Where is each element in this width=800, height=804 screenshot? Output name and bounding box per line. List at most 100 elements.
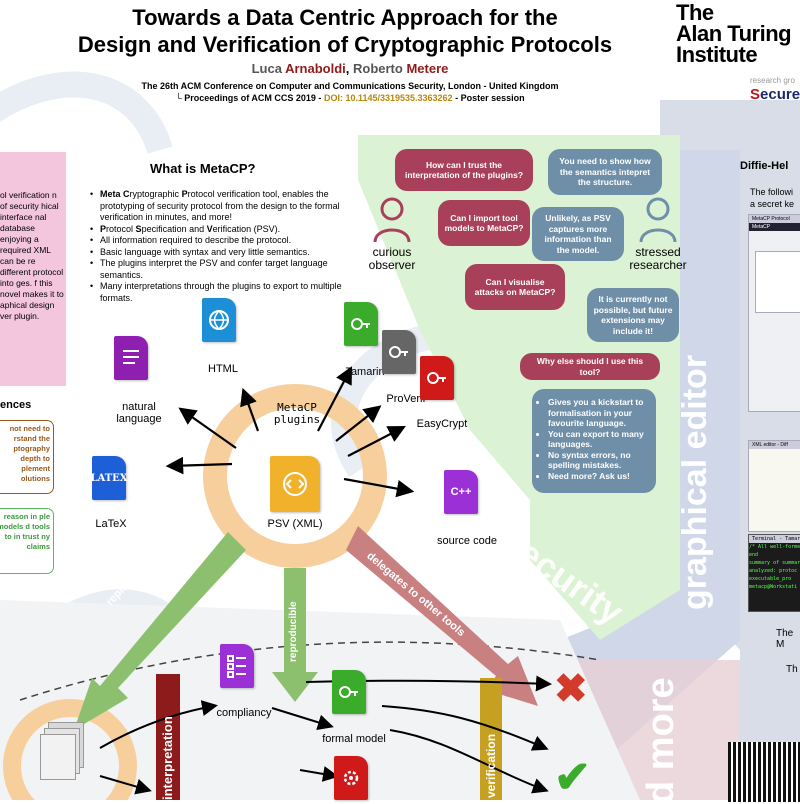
intro-text: ol verification n of security hical inte… [0, 190, 64, 321]
tamarin-icon [344, 302, 378, 346]
secure-s: S [750, 86, 761, 103]
title-line-1: Towards a Data Centric Approach for the [132, 5, 558, 30]
doi: DOI: 10.1145/3319535.3363262 [323, 93, 453, 103]
metacp-app-screenshot: MetaCP Protocol MetaCP [748, 214, 800, 412]
intro-panel [0, 152, 66, 386]
bullet-2: Protocol Specification and Verification … [90, 224, 352, 236]
check-icon: ✔ [554, 753, 591, 802]
diffie-hellman-heading: Diffie-Hel [740, 160, 789, 172]
app-tab: MetaCP [749, 223, 800, 231]
logo-line-2: Alan Turing [676, 21, 792, 46]
answer-bubble-2: Unlikely, as PSV captures more informati… [532, 207, 624, 261]
green-region [358, 135, 680, 640]
proverif-icon [382, 330, 416, 374]
brown-box: not need to rstand the ptography depth t… [0, 420, 54, 494]
green-box: reason in ple models d tools to in trust… [0, 508, 54, 574]
source-code-output-icon [334, 756, 368, 800]
question-bubble-1: How can I trust the interpretation of th… [395, 149, 533, 191]
author1-last: Arnaboldi [285, 61, 346, 76]
documents-ring [3, 699, 137, 800]
bullet-1: Meta Cryptographic Protocol verification… [90, 189, 352, 224]
answer-bubble-3: It is currently not possible, but future… [587, 288, 679, 342]
author-separator: , [345, 61, 350, 76]
natural-language-icon [114, 336, 148, 380]
research-group-label: research gro [750, 76, 795, 85]
xml-title: XML editor - Diff [749, 441, 800, 449]
logo-line-3: Institute [676, 42, 758, 67]
proceedings-line: └ Proceedings of ACM CCS 2019 - DOI: 10.… [100, 92, 600, 104]
poster-title: Towards a Data Centric Approach for the … [40, 4, 650, 58]
source-code-icon: C++ [444, 470, 478, 514]
compliancy-icon [220, 644, 254, 688]
cross-icon: ✖ [554, 667, 588, 711]
answer-bubble-4: Gives you a kickstart to formalisation i… [532, 389, 656, 493]
observer-icon [373, 197, 411, 243]
psv-xml-label: PSV (XML) [267, 518, 323, 530]
app-title: MetaCP Protocol [749, 215, 800, 223]
bullet-6: Many interpretations through the plugins… [90, 281, 352, 304]
answer-item-3: No syntax errors, no spelling mistakes. [548, 450, 650, 471]
html-icon [202, 298, 236, 342]
author1-first: Luca [251, 61, 282, 76]
compliancy-label: compliancy [216, 707, 272, 719]
bullet-5: The plugins interpret the PSV and confer… [90, 258, 352, 281]
easycrypt-label: EasyCrypt [416, 418, 468, 430]
proceedings-suffix: - Poster session [455, 93, 525, 103]
answer-item-1: Gives you a kickstart to formalisation i… [548, 397, 650, 429]
answer-bubble-1: You need to show how the semantics intep… [548, 149, 662, 195]
title-line-2: Design and Verification of Cryptographic… [77, 32, 613, 57]
answer-item-2: You can export to many languages. [548, 429, 650, 450]
proceedings-prefix: └ Proceedings of ACM CCS 2019 - [175, 93, 322, 103]
answer-item-4: Need more? Ask us! [548, 471, 650, 482]
conference-name: The 26th ACM Conference on Computer and … [141, 81, 559, 91]
reproducible-arrow [272, 568, 318, 702]
secure-rest: ecure [760, 86, 800, 103]
turing-logo: The Alan Turing Institute [676, 2, 792, 67]
delegates-arrow [346, 526, 538, 706]
question-bubble-2: Can I import tool models to MetaCP? [438, 200, 530, 246]
latex-icon: LATEX [90, 456, 128, 500]
formal-model-icon [332, 670, 366, 714]
easycrypt-icon [420, 356, 454, 400]
plugins-ring [203, 384, 387, 568]
author2-first: Roberto [353, 61, 403, 76]
replaces-specification-arrow [74, 532, 246, 730]
qr-code [728, 742, 800, 802]
terminal-title: Terminal - Tamar [749, 535, 800, 543]
plugin-arrows [165, 366, 415, 498]
section-heading-partial: ences [0, 399, 32, 411]
conference-info: The 26th ACM Conference on Computer and … [100, 80, 600, 104]
and-more-background-word: d more [640, 677, 682, 804]
authors: Luca Arnaboldi, Roberto Metere [200, 61, 500, 76]
what-is-list: Meta Cryptographic Protocol verification… [90, 189, 352, 304]
question-bubble-3: Can I visualise attacks on MetaCP? [465, 264, 565, 310]
right-bottom-text-2: Th [786, 664, 798, 675]
interpretation-bar [156, 674, 180, 800]
author2-last: Metere [406, 61, 449, 76]
terminal-screenshot: Terminal - Tamar /* All well-forme end s… [748, 534, 800, 612]
graphical-editor-background-word: graphical editor [676, 354, 714, 610]
cpp-glyph: C++ [450, 486, 472, 498]
app-canvas [755, 251, 800, 313]
question-bubble-4: Why else should I use this tool? [520, 353, 660, 380]
verification-label: verification [484, 733, 498, 798]
bullet-3: All information required to describe the… [90, 235, 352, 247]
latex-label: LaTeX [95, 518, 127, 530]
xml-editor-screenshot: XML editor - Diff [748, 440, 800, 532]
latex-glyph: LATEX [90, 472, 128, 484]
right-bottom-text-1: The M [776, 628, 794, 650]
secure-logo: Secure [750, 86, 800, 103]
researcher-icon [639, 197, 677, 243]
source-code-label: source code [437, 535, 497, 547]
interpretation-label: interpretation [160, 716, 175, 800]
answer-list: Gives you a kickstart to formalisation i… [538, 397, 650, 481]
tamarin-label: Tamarin [345, 366, 385, 378]
bullet-4: Basic language with syntax and very litt… [90, 247, 352, 259]
html-label: HTML [208, 363, 238, 375]
